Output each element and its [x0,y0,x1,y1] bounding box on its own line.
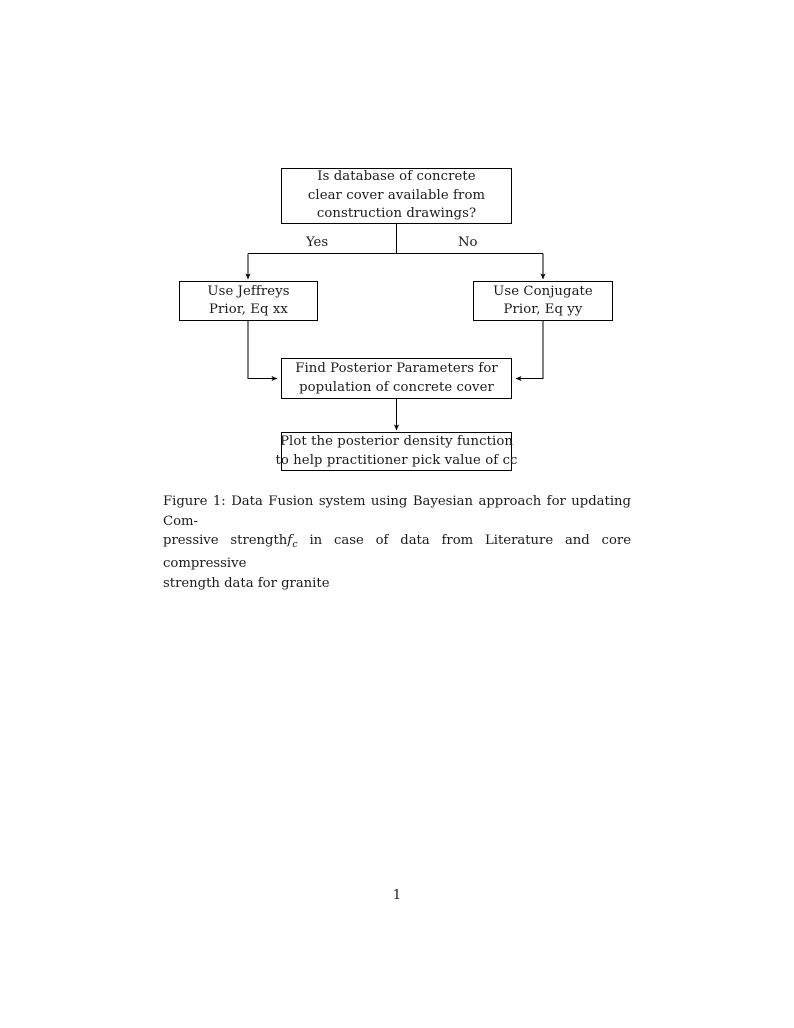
figure-caption-line-2-b: in case of data from Literature and core… [163,533,631,572]
flow-node-jeffreys-line-2: Prior, Eq xx [209,302,288,317]
flow-node-jeffreys-prior[interactable]: Use Jeffreys Prior, Eq xx [179,281,318,321]
figure-caption-line-3: strength data for granite [163,575,330,591]
figure-caption-line-2-a: pressive strength [163,533,288,549]
flow-node-plot-line-1: Plot the posterior density function [280,434,513,449]
flowchart-connectors [245,224,546,431]
flow-node-jeffreys-line-1: Use Jeffreys [207,283,290,299]
figure-caption-line-1: Figure 1: Data Fusion system using Bayes… [163,494,631,529]
figure-caption-math-f: f [287,533,293,549]
flow-node-question-line-3: construction drawings? [316,206,477,222]
flow-node-conjugate-line-1: Use Conjugate [493,283,593,299]
flow-node-find-posterior-parameters[interactable]: Find Posterior Parameters for population… [281,358,512,399]
flow-node-plot-line-2: to help practitioner pick value of cc [275,452,518,468]
page-number: 1 [392,888,402,903]
figure-caption: Figure 1: Data Fusion system using Bayes… [163,492,631,593]
figure-flowchart: Is database of concrete clear cover avai… [0,0,794,490]
edge-jeffreys-to-posterior [247,321,278,382]
edge-label-yes: Yes [306,235,329,250]
flow-node-posterior-line-2: population of concrete cover [299,379,494,395]
edge-label-no: No [458,235,478,250]
figure-caption-math-subscript: c [292,538,298,550]
flow-node-conjugate-line-2: Prior, Eq yy [503,302,583,317]
flow-node-conjugate-prior[interactable]: Use Conjugate Prior, Eq yy [473,281,613,321]
flow-node-question-line-2: clear cover available from [307,187,486,203]
flow-node-posterior-line-1: Find Posterior Parameters for [295,361,498,376]
edge-conjugate-to-posterior [515,321,544,382]
flow-node-question-line-1: Is database of concrete [317,169,476,185]
flow-node-plot-posterior-density[interactable]: Plot the posterior density function to h… [275,432,517,471]
figure-caption-line-2: pressive strengthfc in case of data from… [163,531,631,574]
flow-node-question[interactable]: Is database of concrete clear cover avai… [281,168,512,224]
